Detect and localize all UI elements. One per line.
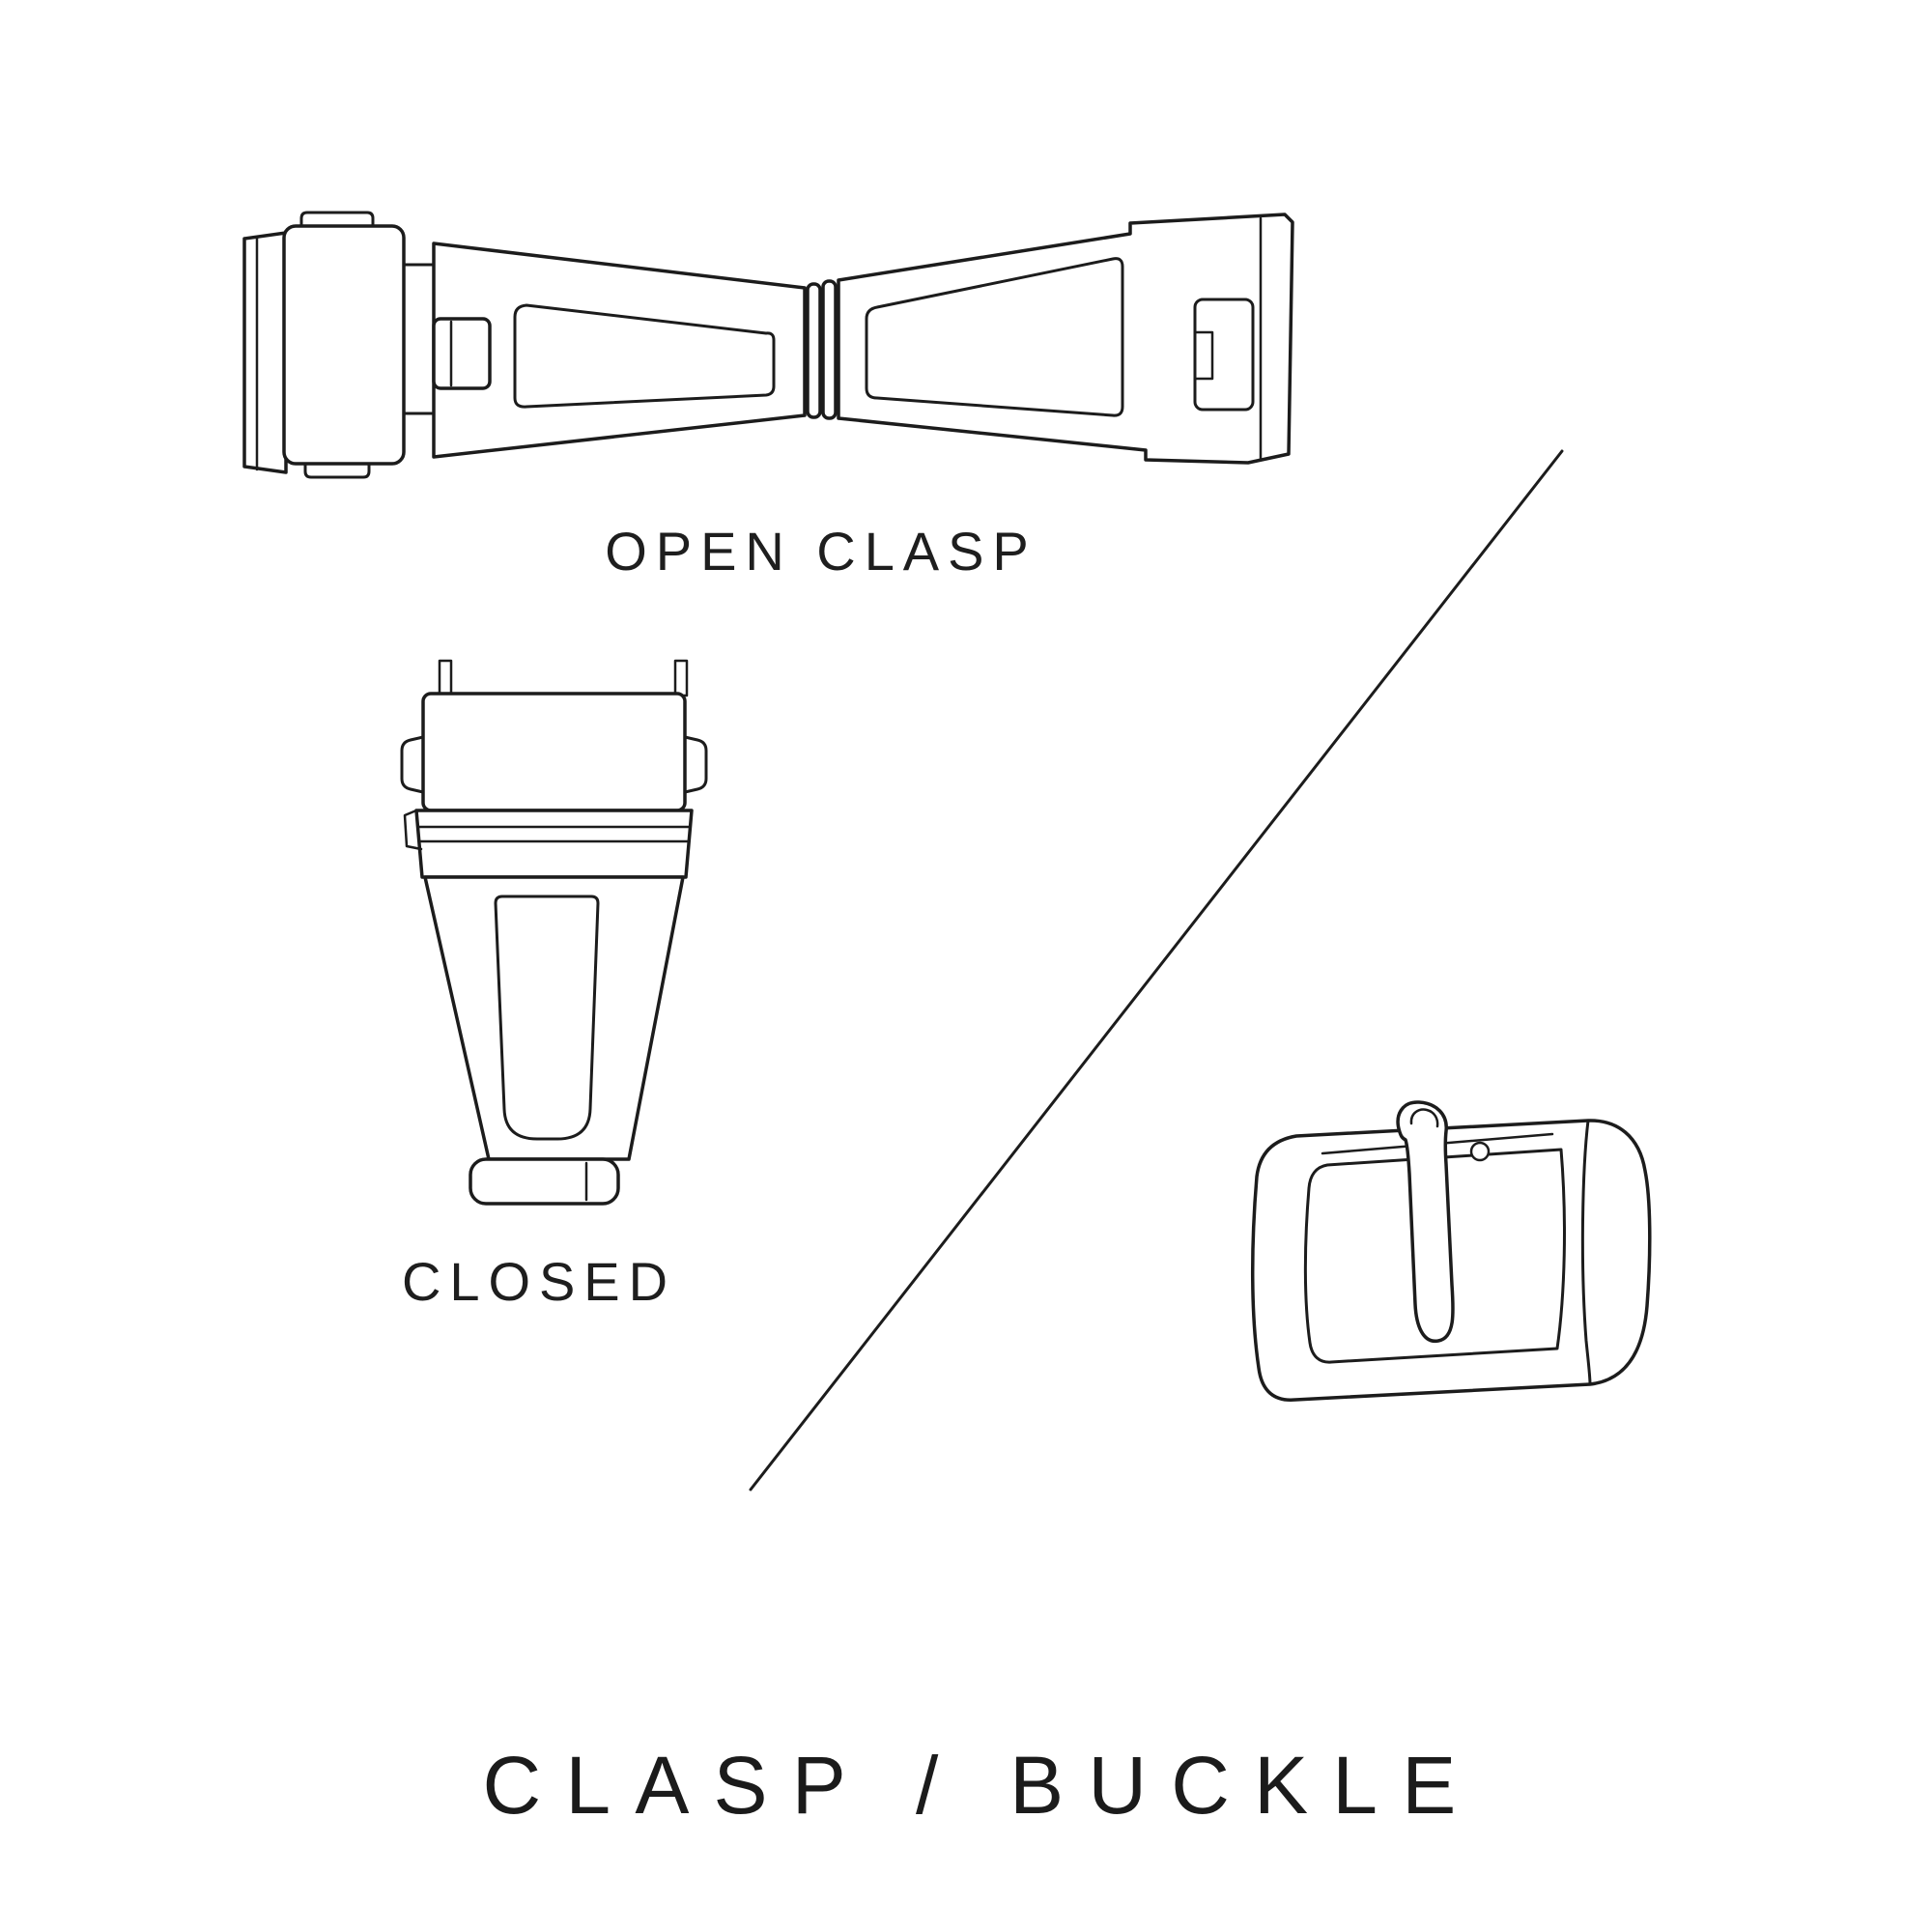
buckle-illustration [1250, 1100, 1652, 1402]
diagram-title: CLASP / BUCKLE [482, 1740, 1481, 1831]
open-clasp-caption: OPEN CLASP [605, 521, 1037, 582]
open-clasp-illustration [242, 211, 1294, 479]
closed-clasp-caption: CLOSED [401, 1251, 677, 1312]
closed-clasp-illustration [400, 659, 708, 1206]
diagonal-divider-line [749, 449, 1564, 1492]
